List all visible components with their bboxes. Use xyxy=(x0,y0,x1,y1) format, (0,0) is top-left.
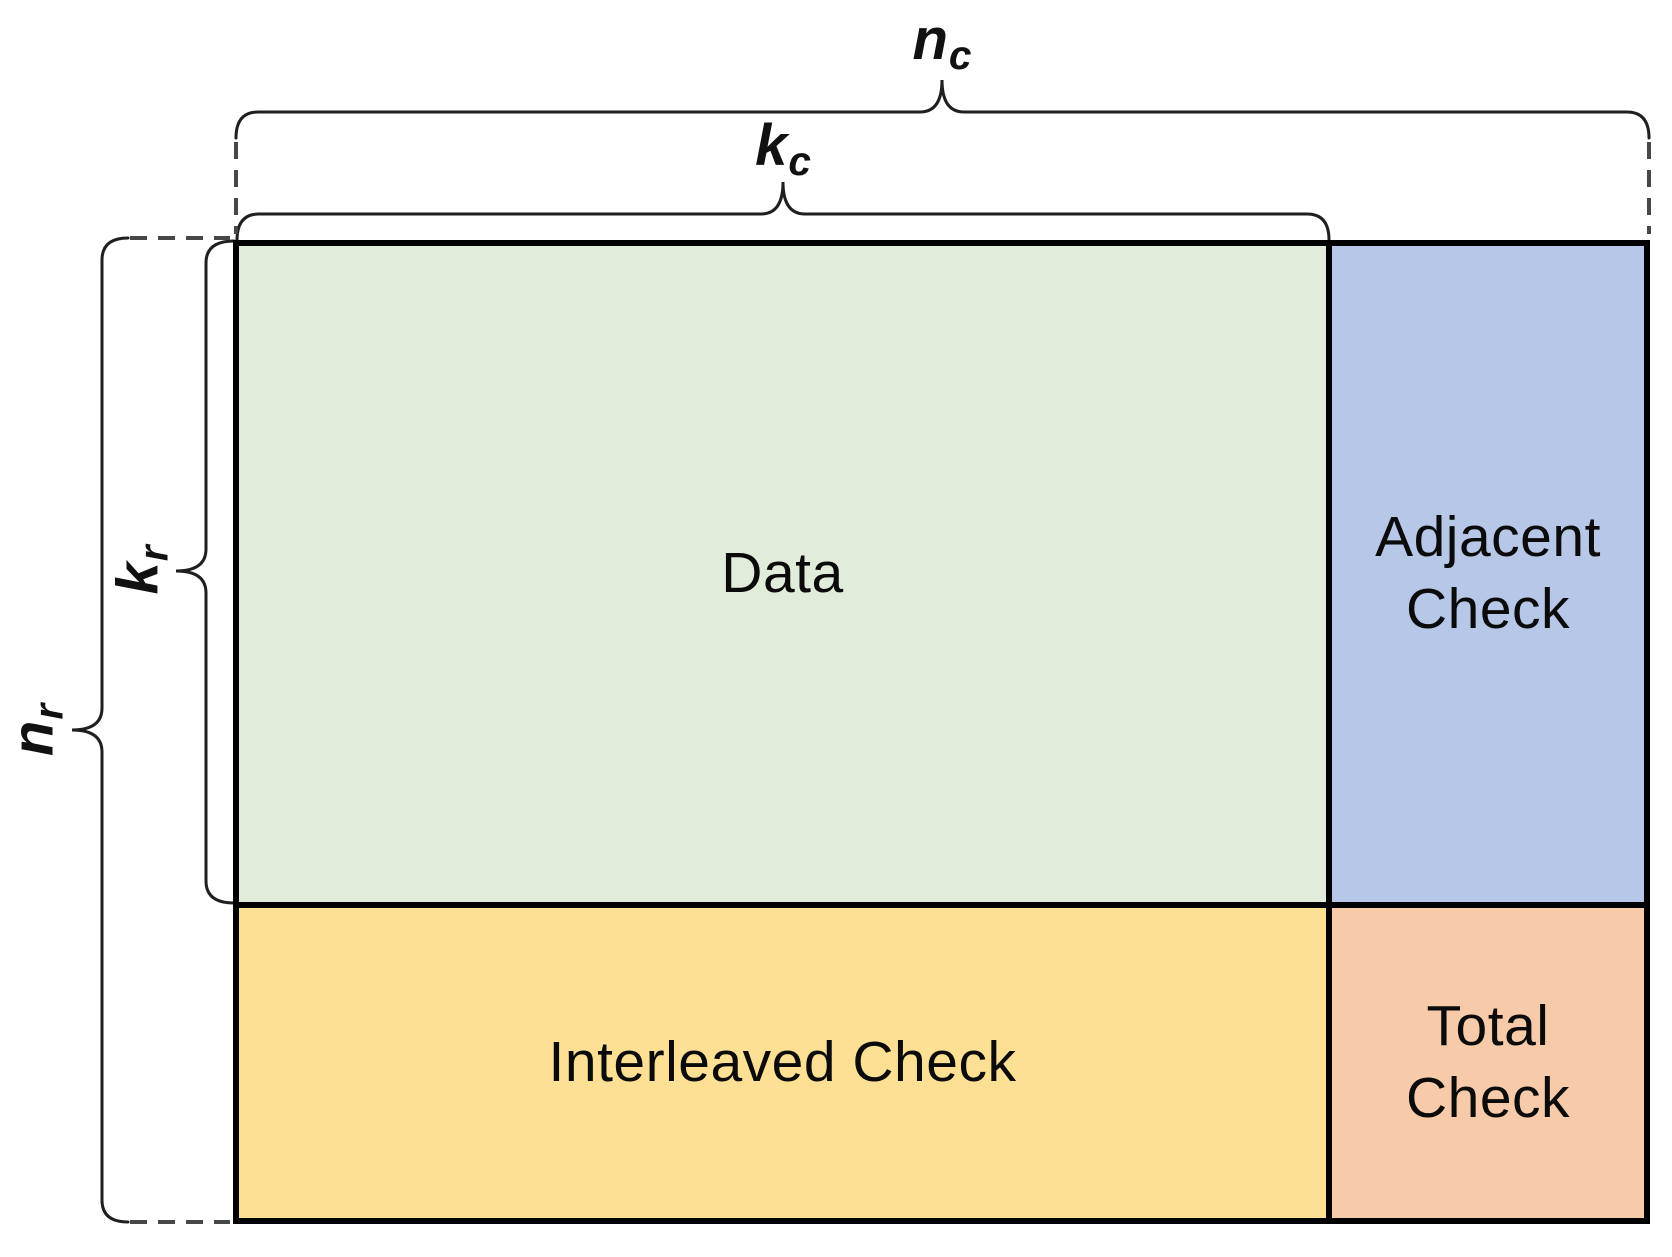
total-check-label-line2: Check xyxy=(1405,1066,1571,1130)
dimension-label-kr: kr xyxy=(105,545,178,594)
dimension-label-nr: nr xyxy=(0,704,72,756)
nr-subscript: r xyxy=(25,703,72,720)
kr-brace xyxy=(175,239,236,905)
nc-symbol: n xyxy=(912,7,948,72)
total-check-block: Total Check xyxy=(1332,908,1644,1218)
adjacent-check-block: Adjacent Check xyxy=(1332,246,1644,902)
interleaved-check-label: Interleaved Check xyxy=(548,1030,1017,1095)
adjacent-check-label-line2: Check xyxy=(1405,577,1571,641)
dimension-label-nc: nc xyxy=(912,6,971,79)
kr-symbol: k xyxy=(105,562,171,595)
total-check-label-line1: Total xyxy=(1426,994,1550,1059)
code-array: Data Adjacent Check Interleaved Check To… xyxy=(233,240,1650,1224)
kc-symbol: k xyxy=(755,113,788,178)
dimension-label-kc: kc xyxy=(755,112,811,185)
kc-subscript: c xyxy=(788,137,811,184)
data-block: Data xyxy=(239,246,1326,902)
data-block-label: Data xyxy=(721,541,844,606)
kr-subscript: r xyxy=(130,545,177,562)
nr-symbol: n xyxy=(0,720,66,757)
kc-brace xyxy=(235,181,1331,242)
adjacent-check-label-line1: Adjacent xyxy=(1375,505,1601,570)
nc-brace xyxy=(234,79,1651,140)
nc-subscript: c xyxy=(948,31,972,78)
nr-brace xyxy=(71,236,130,1224)
interleaved-check-block: Interleaved Check xyxy=(239,908,1326,1218)
